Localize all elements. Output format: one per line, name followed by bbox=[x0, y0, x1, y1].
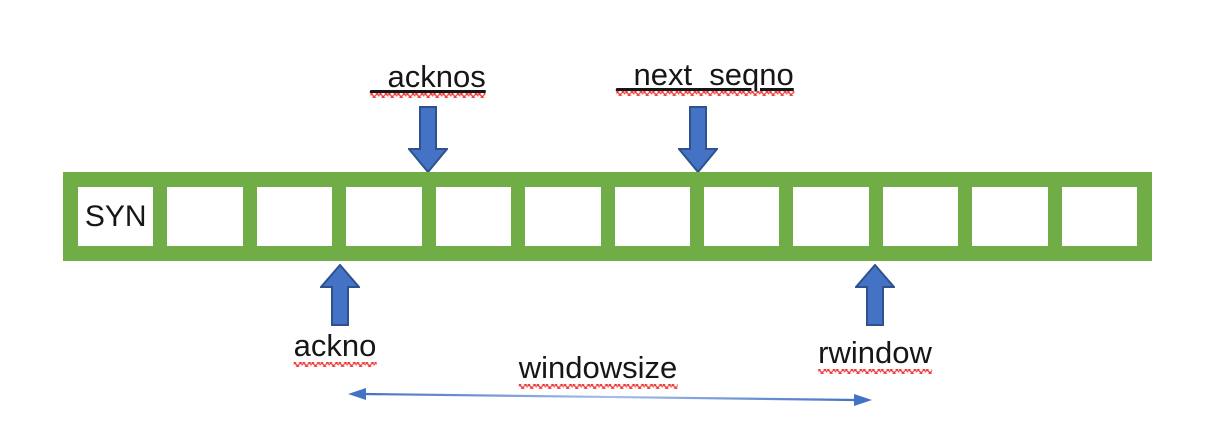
double-arrow-icon bbox=[348, 388, 872, 406]
buffer-row: SYN bbox=[63, 172, 1152, 261]
buffer-cell bbox=[793, 187, 869, 246]
buffer-cell bbox=[972, 187, 1048, 246]
up-arrow-icon bbox=[855, 264, 895, 326]
label-windowsize: windowsize bbox=[518, 350, 678, 390]
buffer-cell bbox=[525, 187, 601, 246]
label-next-seqno-text: _next_seqno bbox=[616, 57, 794, 97]
buffer-cell bbox=[167, 187, 243, 246]
down-arrow-icon bbox=[678, 106, 718, 173]
buffer-cell bbox=[346, 187, 422, 246]
up-arrow-icon bbox=[320, 264, 360, 326]
label-acknos: _acknos bbox=[370, 59, 487, 99]
label-rwindow: rwindow bbox=[818, 335, 932, 375]
buffer-cell bbox=[256, 187, 333, 246]
label-acknos-text: _acknos bbox=[370, 59, 487, 99]
label-next-seqno: _next_seqno bbox=[616, 57, 794, 97]
down-arrow-icon bbox=[408, 106, 448, 173]
buffer-cell bbox=[882, 187, 959, 246]
buffer-cell: SYN bbox=[78, 187, 154, 246]
buffer-cell bbox=[1061, 187, 1138, 246]
buffer-cell bbox=[614, 187, 690, 246]
label-ackno-text: ackno bbox=[293, 328, 377, 368]
label-ackno: ackno bbox=[293, 328, 377, 368]
buffer-cell bbox=[435, 187, 512, 246]
label-rwindow-text: rwindow bbox=[818, 335, 932, 375]
buffer-cell bbox=[703, 187, 780, 246]
label-windowsize-text: windowsize bbox=[518, 350, 678, 390]
